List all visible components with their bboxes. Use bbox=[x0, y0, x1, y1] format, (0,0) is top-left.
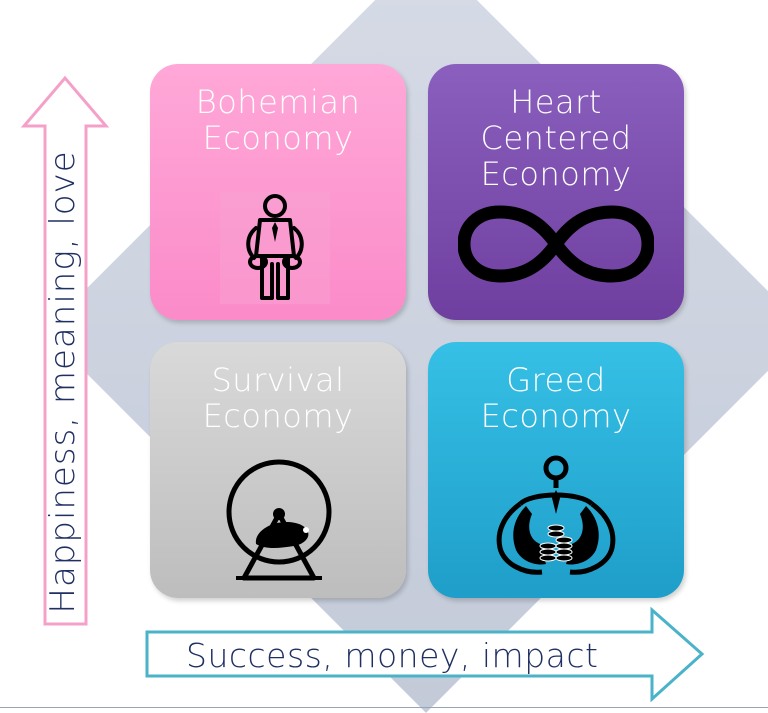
vertical-arrow bbox=[20, 75, 110, 626]
quadrant-survival-economy: Survival Economy bbox=[150, 342, 406, 598]
quadrant-title-line: Economy bbox=[480, 155, 632, 193]
money-grab-icon bbox=[486, 454, 626, 582]
quadrant-bohemian-economy: Bohemian Economy bbox=[150, 64, 406, 320]
broke-man-icon bbox=[220, 192, 330, 308]
quadrant-title-line: Economy bbox=[202, 119, 354, 157]
quadrant-title-line: Greed bbox=[506, 361, 606, 399]
quadrant-title-line: Economy bbox=[480, 397, 632, 435]
horizontal-arrow bbox=[145, 606, 705, 703]
quadrant-title-line: Survival bbox=[211, 361, 345, 399]
quadrant-greed-economy: Greed Economy bbox=[428, 342, 684, 598]
quadrant-title-line: Heart bbox=[510, 83, 602, 121]
quadrant-title-line: Economy bbox=[202, 397, 354, 435]
quadrant-title: Bohemian Economy bbox=[150, 84, 406, 156]
quadrant-title: Heart Centered Economy bbox=[428, 84, 684, 192]
quadrant-title-line: Centered bbox=[480, 119, 632, 157]
quadrant-title: Greed Economy bbox=[428, 362, 684, 434]
bottom-divider bbox=[0, 707, 768, 708]
horizontal-axis-label: Success, money, impact bbox=[186, 636, 599, 675]
quadrant-title-line: Bohemian bbox=[195, 83, 361, 121]
infinity-icon bbox=[457, 204, 655, 288]
quadrant-title: Survival Economy bbox=[150, 362, 406, 434]
vertical-axis-label: Happiness, meaning, love bbox=[43, 150, 83, 614]
quadrant-heart-centered-economy: Heart Centered Economy bbox=[428, 64, 684, 320]
hamster-wheel-icon bbox=[224, 454, 334, 586]
